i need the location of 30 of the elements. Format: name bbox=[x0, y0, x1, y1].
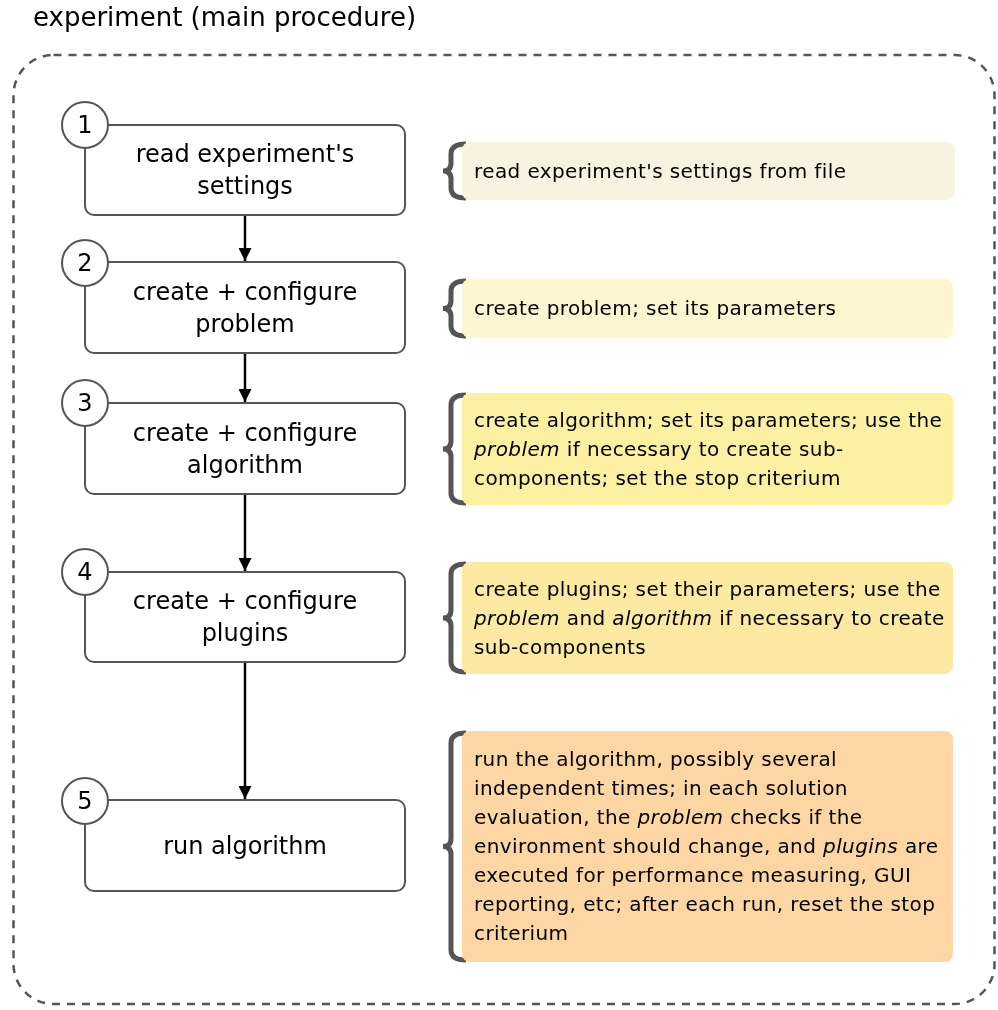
arrow bbox=[238, 354, 252, 402]
note-box bbox=[462, 562, 953, 674]
step-label: read experiment's settings bbox=[134, 139, 356, 202]
arrow bbox=[238, 663, 252, 799]
step-label: create + configure plugins bbox=[131, 586, 359, 649]
arrow bbox=[238, 495, 252, 571]
step-number-circle bbox=[61, 239, 109, 287]
step-number: 1 bbox=[77, 111, 93, 139]
arrow bbox=[238, 216, 252, 261]
note-text: create algorithm; set its parameters; use the problem if necessary to create sub-components; set the stop criterium bbox=[474, 406, 944, 492]
group-title: experiment (main procedure) bbox=[33, 2, 417, 32]
note-box bbox=[462, 731, 953, 962]
step-number: 5 bbox=[77, 787, 93, 815]
note-text: create plugins; set their parameters; use the problem and algorithm if necessary to create sub-components bbox=[474, 575, 945, 661]
step-number: 4 bbox=[77, 558, 93, 586]
note-box bbox=[462, 142, 955, 200]
note-text: run the algorithm, possibly several independent times; in each solution evaluation, the problem checks if the environment should change, and plugins are executed for performance measuring, GUI reporting, etc; after each run, reset the stop criterium bbox=[474, 746, 940, 947]
note-box bbox=[462, 393, 953, 505]
step-label: create + configure problem bbox=[131, 276, 359, 340]
step-label: create + configure algorithm bbox=[131, 417, 359, 481]
step-number-circle bbox=[61, 379, 109, 427]
step-label: run algorithm bbox=[163, 830, 327, 862]
note-text: read experiment's settings from file bbox=[474, 157, 847, 185]
step-number-circle bbox=[61, 101, 109, 149]
step-number: 3 bbox=[77, 389, 93, 417]
step-number: 2 bbox=[77, 249, 93, 277]
note-text: create problem; set its parameters bbox=[474, 295, 837, 322]
note-box bbox=[462, 279, 953, 338]
step-number-circle bbox=[61, 548, 109, 596]
step-number-circle bbox=[61, 777, 109, 825]
